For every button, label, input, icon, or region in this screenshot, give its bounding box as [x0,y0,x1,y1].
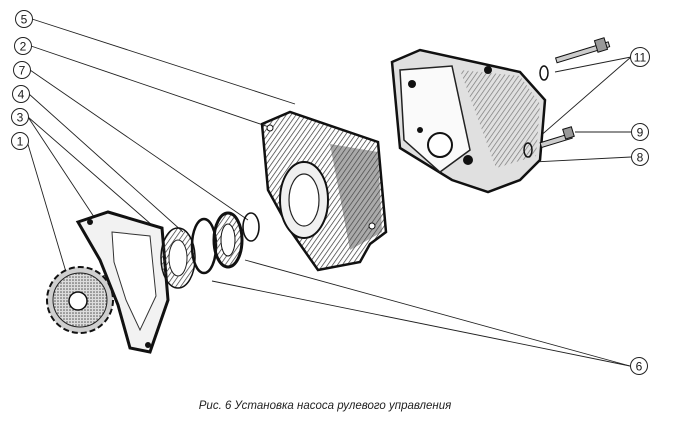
callout-7-label: 7 [19,64,26,78]
bolt-parts [523,37,611,158]
callout-4-label: 4 [18,88,25,102]
callout-4: 4 [12,85,30,103]
callout-1: 1 [11,132,29,150]
callout-3: 3 [11,108,29,126]
callout-2: 2 [14,37,32,55]
callout-8: 8 [631,148,649,166]
callout-9-label: 9 [637,126,644,140]
callout-3-label: 3 [17,111,24,125]
callout-9: 9 [631,123,649,141]
retaining-ring-part [190,211,260,275]
leader-lines [26,18,632,367]
callout-2-label: 2 [20,40,27,54]
callout-8-label: 8 [637,151,644,165]
callout-5: 5 [15,10,33,28]
bearing-part [160,227,196,289]
figure-caption: Рис. 6 Установка насоса рулевого управле… [198,400,452,412]
housing-flange-part [260,110,388,272]
callout-6-label: 6 [636,360,643,374]
callout-5-label: 5 [21,13,28,27]
pump-body-part [390,48,547,194]
callout-6: 6 [630,357,648,375]
front-plate-part [75,210,170,354]
callout-11-label: 11 [634,51,647,65]
callout-11: 11 [630,47,650,67]
callout-7: 7 [13,61,31,79]
callout-1-label: 1 [17,135,24,149]
